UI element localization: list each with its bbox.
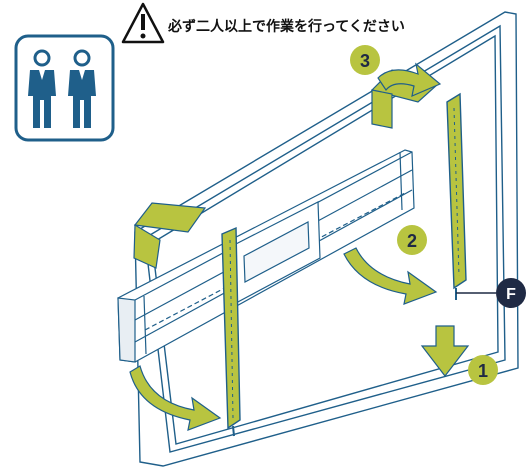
warning-header: 必ず二人以上で作業を行ってください bbox=[121, 2, 405, 44]
step-badge-3: 3 bbox=[350, 45, 380, 75]
step-2-curved-arrow bbox=[343, 247, 438, 305]
right-hook-arm bbox=[446, 92, 467, 300]
wall-bracket bbox=[117, 149, 415, 363]
svg-text:3: 3 bbox=[360, 51, 370, 71]
svg-text:2: 2 bbox=[407, 231, 417, 251]
exclamation-triangle-icon bbox=[121, 2, 165, 44]
step-badge-2: 2 bbox=[397, 225, 427, 255]
step-1-down-arrow bbox=[420, 325, 470, 377]
warning-text: 必ず二人以上で作業を行ってください bbox=[167, 18, 405, 35]
lower-left-curved-arrow bbox=[129, 365, 222, 431]
left-top-hook bbox=[133, 202, 207, 269]
callout-f: F bbox=[456, 278, 526, 308]
two-people-icon bbox=[14, 34, 115, 142]
step-badge-1: 1 bbox=[468, 355, 498, 385]
svg-text:1: 1 bbox=[478, 361, 488, 381]
callout-label: F bbox=[506, 286, 516, 303]
left-hook-arm bbox=[221, 226, 241, 437]
step-3-hook-arrow bbox=[377, 62, 442, 98]
